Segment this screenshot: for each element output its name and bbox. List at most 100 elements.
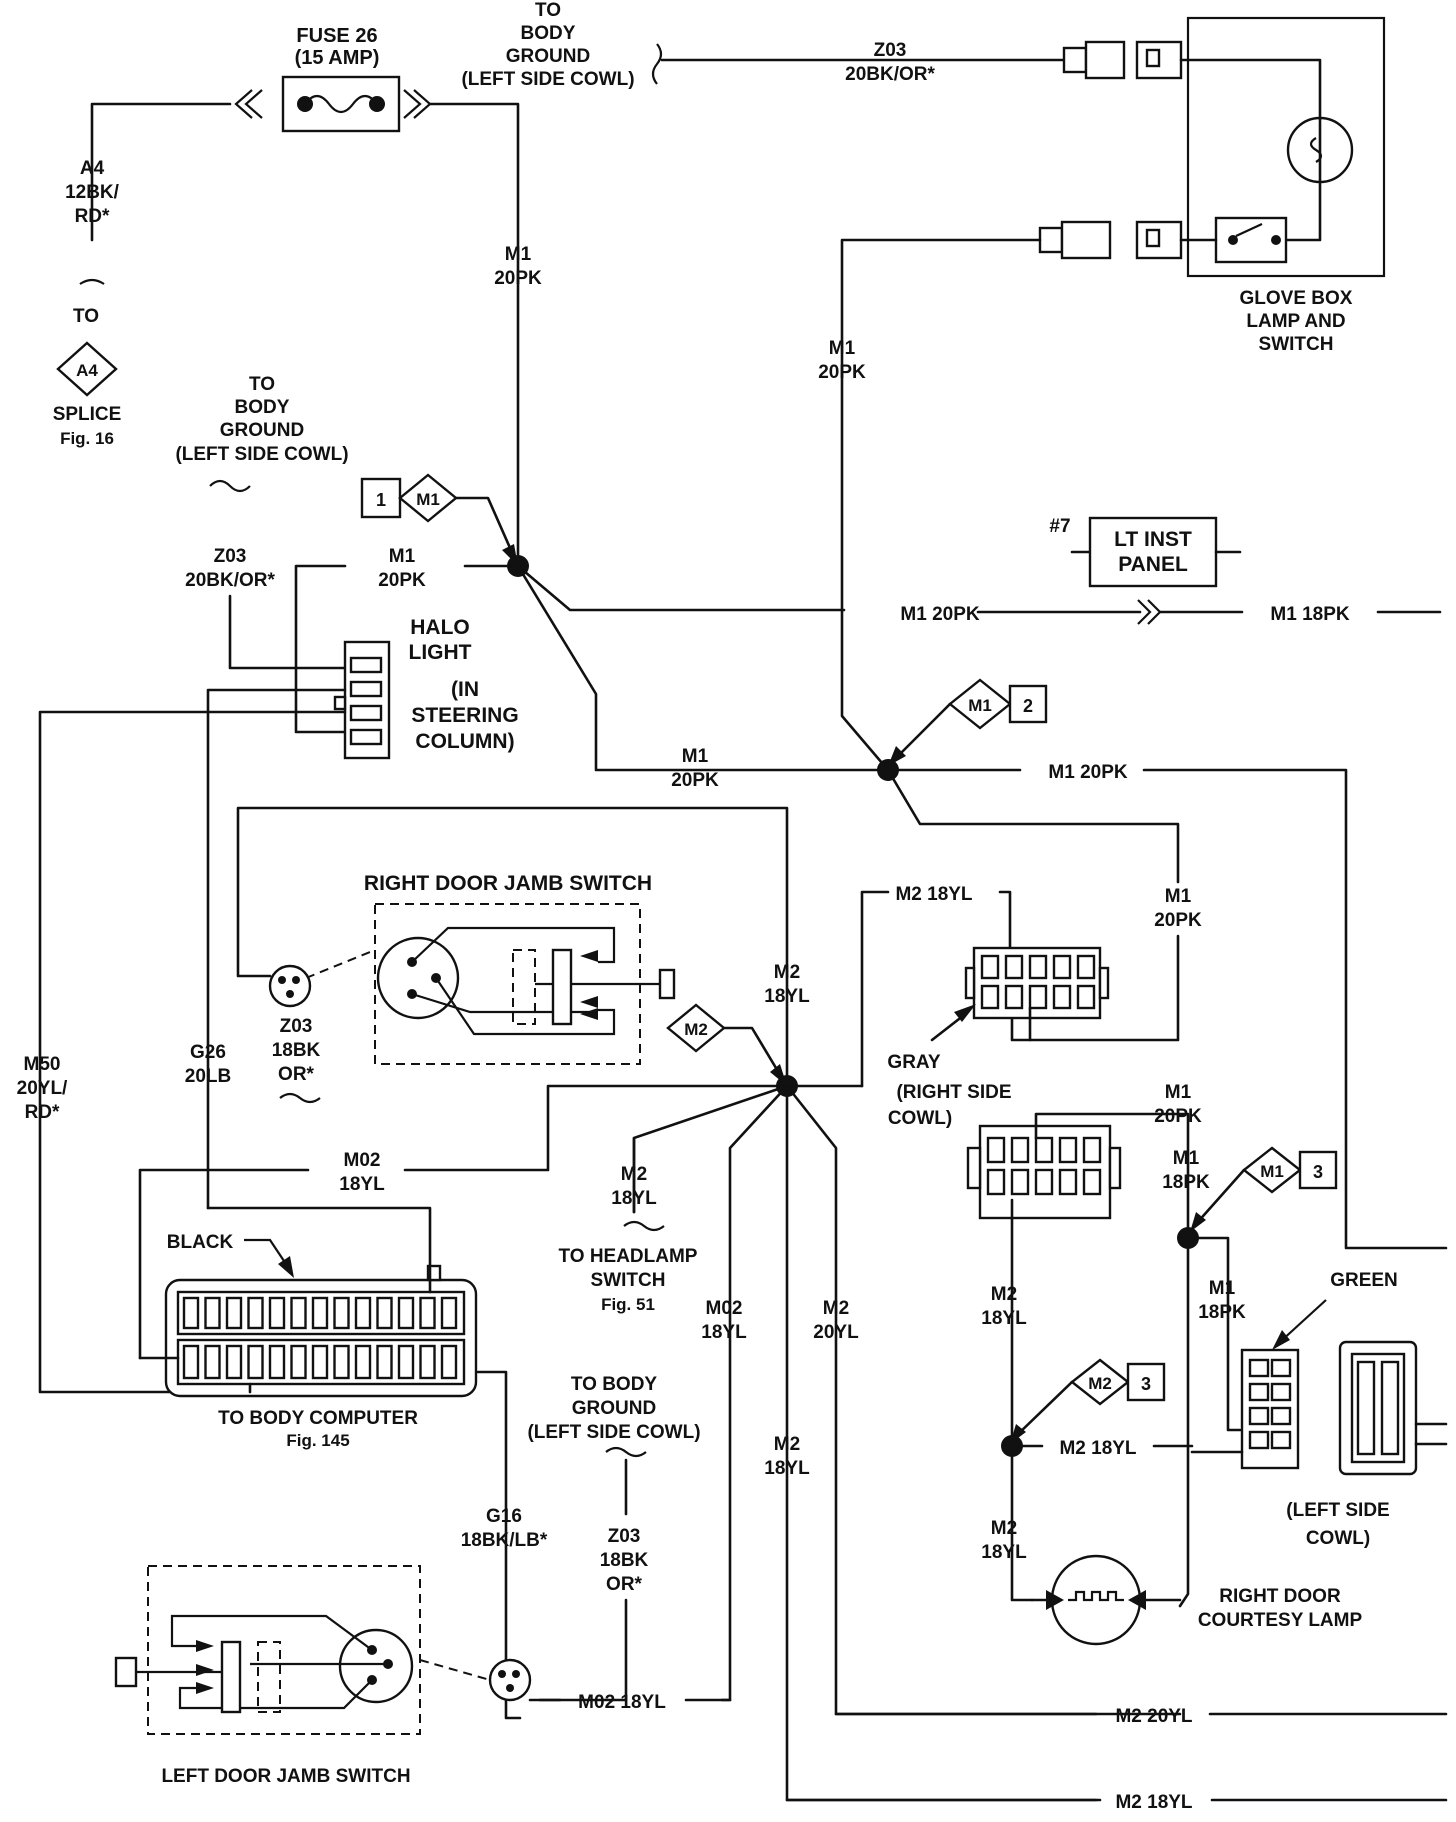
left-door-jamb-switch [114, 1614, 414, 1714]
black-label: BLACK [167, 1232, 234, 1253]
right-door-courtesy-lamp-label-2: COURTESY LAMP [1198, 1610, 1363, 1631]
left-door-jamb-switch-label: LEFT DOOR JAMB SWITCH [161, 1766, 410, 1787]
to-a4-label: TO [73, 306, 99, 327]
to-body-ground-top-4: (LEFT SIDE COWL) [461, 69, 634, 90]
m2-20yl-gauge: 20YL [813, 1322, 859, 1343]
wire-break-mark [79, 278, 105, 285]
m2-diamond-text: M2 [684, 1020, 708, 1039]
m1-far-gauge: 20PK [1154, 1106, 1202, 1127]
to-headlamp-label-2: SWITCH [591, 1270, 666, 1291]
m2-d-label: M2 [991, 1518, 1017, 1539]
computer-pin [268, 1344, 286, 1380]
gray-label: GRAY [887, 1052, 940, 1073]
wire-break-mark [209, 479, 251, 493]
to-body-ground-low-1: TO BODY [571, 1374, 658, 1395]
halo-light-connector [333, 640, 391, 760]
m2-headlamp-gauge: 18YL [611, 1188, 657, 1209]
computer-pin [182, 1344, 200, 1380]
g16-gauge: 18BK/LB* [461, 1530, 548, 1551]
a4-label: A4 [80, 158, 105, 179]
computer-pin [397, 1296, 415, 1330]
m1-18pk-a-gauge: 18PK [1162, 1172, 1210, 1193]
computer-pin [225, 1296, 243, 1330]
glove-box-label-2: LAMP AND [1246, 311, 1345, 332]
to-headlamp-fig: Fig. 51 [601, 1295, 655, 1314]
m2-d-gauge: 18YL [981, 1542, 1027, 1563]
lt-inst-panel-label-1: LT INST [1114, 528, 1192, 551]
right-z03-ground-connector [268, 964, 312, 1008]
a4-gauge: 12BK/ [65, 182, 120, 203]
z03-mid-label: Z03 [214, 546, 247, 567]
to-body-computer-label: TO BODY COMPUTER [218, 1408, 418, 1429]
m1-lower-gauge: 20PK [671, 770, 719, 791]
left-cowl-label-2: COWL) [1306, 1528, 1370, 1549]
computer-pin [376, 1296, 393, 1330]
gray-location-1: (RIGHT SIDE [896, 1082, 1011, 1103]
gray-connector-right-cowl [964, 946, 1110, 1020]
m2-b-label: M2 [991, 1284, 1017, 1305]
connector-3-m2-diamond-text: M2 [1088, 1374, 1112, 1393]
computer-pin [354, 1344, 372, 1380]
right-door-courtesy-lamp-label-1: RIGHT DOOR [1219, 1586, 1341, 1607]
to-body-ground-mid-4: (LEFT SIDE COWL) [175, 444, 348, 465]
glove-box-label-3: SWITCH [1259, 334, 1334, 355]
to-body-ground-top-1: TO [535, 0, 561, 21]
to-body-ground-top-3: GROUND [506, 46, 590, 67]
m2-20yl-label: M2 [823, 1298, 849, 1319]
m2-20yl-horizontal: M2 20YL [1115, 1706, 1192, 1727]
computer-pin [204, 1344, 221, 1380]
left-cowl-label-1: (LEFT SIDE [1286, 1500, 1389, 1521]
m1-top-gauge: 20PK [494, 268, 542, 289]
computer-pin [247, 1344, 264, 1380]
left-z03-ground-connector [488, 1658, 532, 1702]
to-body-ground-mid-2: BODY [235, 397, 290, 418]
body-computer-fig: Fig. 145 [286, 1431, 349, 1450]
connector-m2 [666, 1003, 787, 1086]
computer-pin [204, 1296, 221, 1330]
computer-pin [333, 1344, 350, 1380]
to-body-ground-low-3: (LEFT SIDE COWL) [527, 1422, 700, 1443]
connector-3-m1 [1190, 1146, 1338, 1232]
m02-label: M02 [344, 1150, 381, 1171]
wire-break-mark [279, 1092, 321, 1104]
m2-18yl-horizontal-3: M2 18YL [1059, 1438, 1136, 1459]
z03-mid-gauge: 20BK/OR* [185, 570, 275, 591]
m1-right-label: M1 [829, 338, 856, 359]
fuse-26-rating: (15 AMP) [295, 47, 380, 69]
fuse-26-label: FUSE 26 [296, 25, 377, 47]
computer-pin [290, 1344, 307, 1380]
z03-c-gauge: 18BK [272, 1040, 321, 1061]
splice-label: SPLICE [53, 404, 122, 425]
g26-label: G26 [190, 1042, 226, 1063]
computer-pin [419, 1296, 436, 1330]
wire-break-mark [651, 43, 663, 85]
connector-2-diamond-text: M1 [968, 696, 992, 715]
m2-18yl-bottom: M2 18YL [1115, 1792, 1192, 1813]
computer-pin [247, 1296, 264, 1330]
m2-vertical-gauge: 18YL [764, 986, 810, 1007]
m1-18pk-horizontal: M1 18PK [1270, 604, 1349, 625]
glove-box-lamp-switch [1179, 16, 1386, 278]
computer-pin [290, 1296, 307, 1330]
halo-light-label-3: (IN [451, 678, 479, 701]
connector-2-num: 2 [1023, 696, 1033, 716]
halo-light-label-2: LIGHT [409, 641, 472, 664]
m50-color: RD* [25, 1102, 60, 1123]
z03-top-gauge: 20BK/OR* [845, 64, 935, 85]
m02-vertical-gauge: 18YL [701, 1322, 747, 1343]
z03-d-color: OR* [606, 1574, 643, 1595]
g26-gauge: 20LB [185, 1066, 231, 1087]
connector-2-m1 [888, 678, 1048, 766]
to-body-ground-mid-3: GROUND [220, 420, 304, 441]
computer-pin [311, 1344, 329, 1380]
z03-c-label: Z03 [280, 1016, 313, 1037]
connector-1-m1 [360, 473, 520, 568]
computer-pin [354, 1296, 372, 1330]
m1-top-label: M1 [505, 244, 532, 265]
computer-pin [225, 1344, 243, 1380]
z03-d-gauge: 18BK [600, 1550, 649, 1571]
connector-1-diamond-text: M1 [416, 490, 440, 509]
connector-1-num: 1 [376, 490, 386, 510]
m2-b-gauge: 18YL [981, 1308, 1027, 1329]
m1-lower-label: M1 [682, 746, 709, 767]
